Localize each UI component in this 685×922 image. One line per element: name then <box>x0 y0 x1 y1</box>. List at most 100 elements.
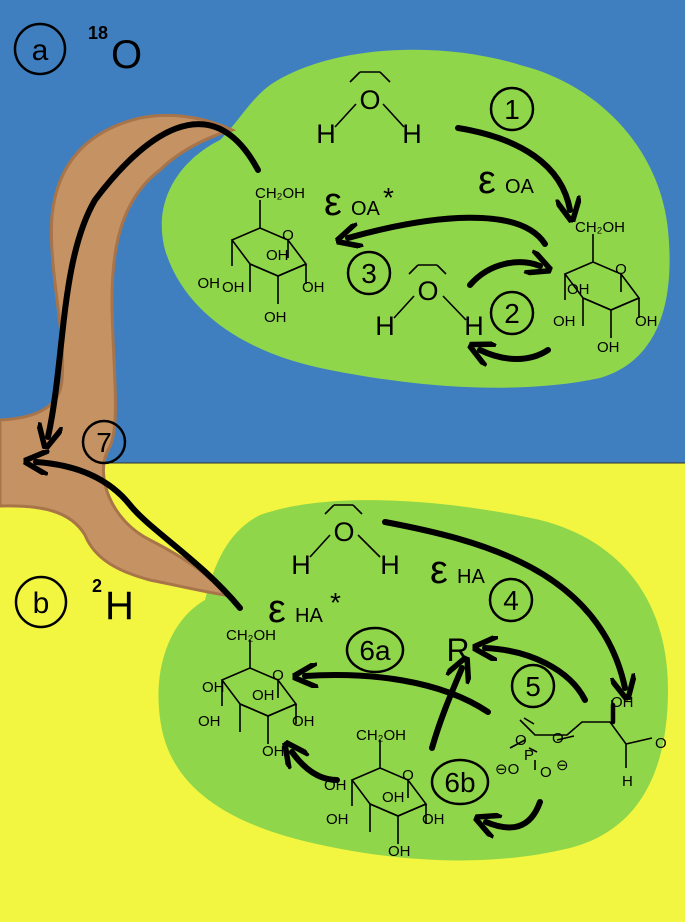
svg-text:O: O <box>552 730 564 747</box>
svg-text:*: * <box>330 587 341 618</box>
svg-text:O: O <box>333 517 354 547</box>
tree-trunk-shape <box>0 113 237 598</box>
svg-text:⊖: ⊖ <box>556 757 569 774</box>
svg-text:O: O <box>655 735 667 752</box>
svg-text:O: O <box>540 764 552 781</box>
svg-text:OH: OH <box>635 313 658 330</box>
glucose-leaf-bottom-center: CH₂OH O OH OH OH OH OH <box>324 727 445 860</box>
svg-text:ε: ε <box>324 180 342 224</box>
svg-text:2: 2 <box>504 298 520 329</box>
svg-text:OH: OH <box>262 743 285 760</box>
svg-text:OH: OH <box>388 843 411 860</box>
svg-text:4: 4 <box>503 585 519 616</box>
svg-text:OA: OA <box>505 176 535 198</box>
glyceraldehyde-phosphate: OH O P O ⊖O O ⊖ O H <box>495 694 667 790</box>
epsilon-ha-star: ε HA * <box>268 587 341 631</box>
water-molecule-exchange: O H H <box>375 264 484 341</box>
svg-text:OH: OH <box>198 713 221 730</box>
svg-text:OH: OH <box>198 275 221 292</box>
svg-text:OH: OH <box>597 339 620 356</box>
svg-text:ε: ε <box>268 587 286 631</box>
svg-text:OH: OH <box>567 281 590 298</box>
svg-text:ε: ε <box>430 548 448 592</box>
glucose-leaf-top-right: CH₂OH O OH OH OH OH <box>553 219 658 356</box>
r-group: R <box>446 632 469 668</box>
isotope-element-o: O <box>111 33 142 77</box>
svg-text:H: H <box>622 773 633 790</box>
svg-text:OH: OH <box>302 279 325 296</box>
svg-text:H: H <box>375 311 395 341</box>
step-6a: 6a <box>345 626 405 674</box>
svg-text:OH: OH <box>292 713 315 730</box>
curved-arrow-icon <box>485 648 588 703</box>
svg-text:H: H <box>291 550 311 580</box>
svg-text:OH: OH <box>202 679 225 696</box>
isotope-mass-2: 2 <box>92 576 102 596</box>
svg-text:O: O <box>615 261 627 278</box>
svg-text:OH: OH <box>222 279 245 296</box>
epsilon-oa-star: ε OA * <box>324 180 394 224</box>
svg-text:ε: ε <box>478 158 496 202</box>
svg-text:OH: OH <box>326 811 349 828</box>
curved-arrow-icon <box>348 214 548 244</box>
svg-text:P: P <box>524 747 534 764</box>
curved-arrow-icon <box>486 799 543 827</box>
svg-text:O: O <box>272 667 284 684</box>
curved-arrow-icon <box>480 350 551 359</box>
svg-text:OH: OH <box>422 811 445 828</box>
svg-text:H: H <box>380 550 400 580</box>
svg-text:OH: OH <box>266 247 289 264</box>
svg-text:CH₂OH: CH₂OH <box>255 185 305 202</box>
svg-text:OH: OH <box>264 309 287 326</box>
svg-text:CH₂OH: CH₂OH <box>226 627 276 644</box>
svg-text:OA: OA <box>351 198 381 220</box>
water-molecule-top: O H H <box>316 71 422 149</box>
curved-arrow-icon <box>429 668 462 751</box>
step-4: 4 <box>488 577 534 623</box>
curved-arrow-icon <box>292 752 340 783</box>
glucose-leaf-export-top: CH₂OH O OH OH OH OH OH <box>198 185 325 326</box>
step-1: 1 <box>489 86 535 132</box>
svg-text:O: O <box>515 732 527 749</box>
svg-text:⊖O: ⊖O <box>495 761 519 778</box>
curved-arrow-icon <box>455 125 570 210</box>
svg-text:O: O <box>402 767 414 784</box>
svg-text:3: 3 <box>361 258 377 289</box>
epsilon-ha: ε HA <box>430 548 485 592</box>
step-5: 5 <box>510 663 556 709</box>
svg-text:6b: 6b <box>444 767 475 798</box>
svg-text:H: H <box>316 119 336 149</box>
curved-arrow-icon <box>305 675 491 715</box>
panel-a-label: a <box>32 34 49 67</box>
svg-text:CH₂OH: CH₂OH <box>356 727 406 744</box>
svg-text:H: H <box>464 311 484 341</box>
svg-text:H: H <box>402 119 422 149</box>
svg-text:6a: 6a <box>359 635 391 666</box>
panel-a-circle <box>13 22 67 76</box>
curved-arrow-icon <box>36 462 243 611</box>
step-3: 3 <box>346 250 392 296</box>
svg-text:HA: HA <box>457 566 485 588</box>
svg-text:CH₂OH: CH₂OH <box>575 219 625 236</box>
panel-b-label: b <box>33 587 50 620</box>
svg-text:*: * <box>383 182 394 213</box>
upper-leaf <box>161 49 670 388</box>
svg-text:7: 7 <box>96 427 112 458</box>
step-6b: 6b <box>430 758 490 806</box>
svg-text:OH: OH <box>382 789 405 806</box>
curved-arrow-icon <box>48 121 261 437</box>
curved-arrow-icon <box>467 262 540 288</box>
svg-text:OH: OH <box>611 694 634 711</box>
svg-text:OH: OH <box>553 313 576 330</box>
svg-text:O: O <box>417 276 438 306</box>
svg-text:HA: HA <box>295 605 323 627</box>
glucose-leaf-export-bottom: CH₂OH O OH OH OH OH OH <box>198 627 315 760</box>
curved-arrow-icon <box>382 519 625 688</box>
step-7: 7 <box>81 419 127 465</box>
svg-text:O: O <box>282 227 294 244</box>
step-2: 2 <box>489 290 535 336</box>
epsilon-oa: ε OA <box>478 158 535 202</box>
water-molecule-bottom: O H H <box>291 504 400 580</box>
